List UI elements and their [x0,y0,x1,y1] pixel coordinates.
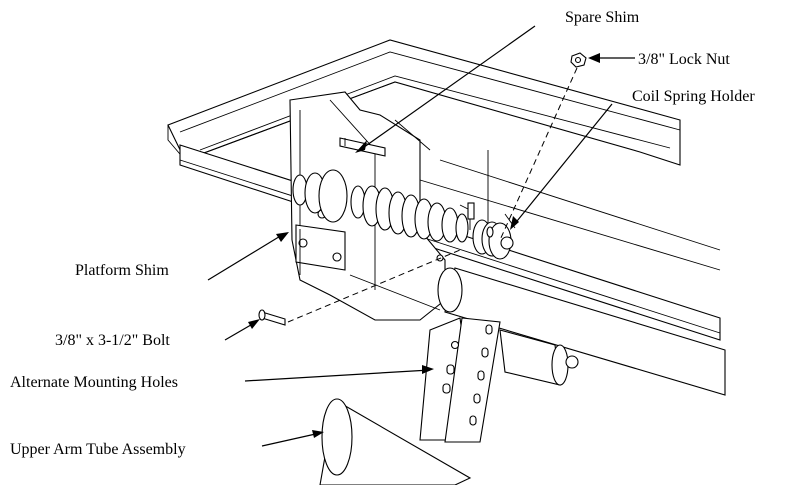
arrowheads [248,53,600,438]
coil-spring-holder [472,213,516,260]
nut-path-line [499,67,578,241]
main-tube [437,267,726,396]
bolt-path-line [287,249,461,323]
bolt [258,309,286,326]
label-platform-shim: Platform Shim [75,262,169,279]
label-coil-spring-holder: Coil Spring Holder [632,88,755,105]
platform-shim [295,224,346,271]
mounting-strap [419,317,501,443]
label-spare-shim: Spare Shim [565,9,640,26]
label-bolt: 3/8" x 3-1/2" Bolt [55,332,170,349]
upper-arm-tube [319,398,472,485]
label-upper-arm-tube-assembly: Upper Arm Tube Assembly [10,441,186,458]
coil-spring [292,169,475,243]
label-lock-nut: 3/8" Lock Nut [638,51,730,68]
leader-lines [207,25,635,447]
lower-housing [499,329,579,386]
lock-nut [570,52,587,68]
label-alternate-mounting-holes: Alternate Mounting Holes [10,374,178,391]
